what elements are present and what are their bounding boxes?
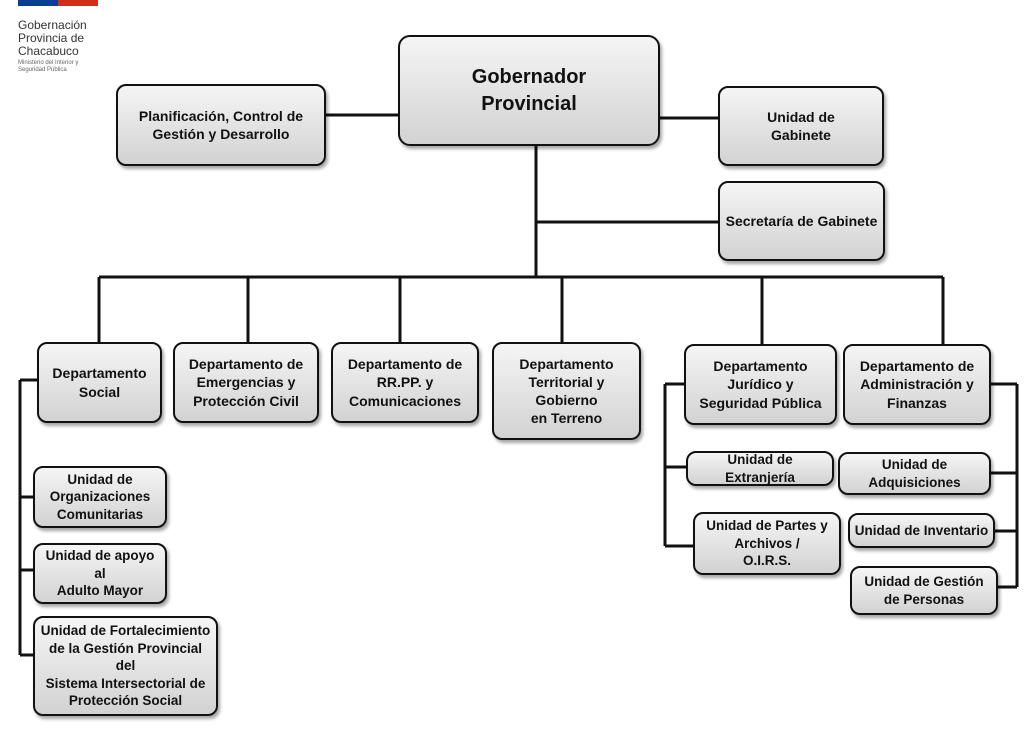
logo-line-3: Chacabuco [18, 44, 79, 58]
node-unidad-partes[interactable]: Unidad de Partes y Archivos / O.I.R.S. [693, 512, 841, 575]
node-planificacion[interactable]: Planificación, Control de Gestión y Desa… [116, 84, 326, 166]
logo-line-2: Provincia de [18, 31, 85, 45]
logo-subtitle-2: Seguridad Pública [18, 67, 67, 73]
node-secretaria-gabinete[interactable]: Secretaría de Gabinete [718, 181, 885, 261]
logo: Gobernación Provincia de Chacabuco Minis… [18, 0, 118, 80]
node-unidad-gabinete[interactable]: Unidad de Gabinete [718, 86, 884, 166]
flag-red-stripe [58, 0, 98, 6]
node-unidad-adquisiciones[interactable]: Unidad de Adquisiciones [838, 452, 991, 495]
node-unidad-adulto-mayor[interactable]: Unidad de apoyo al Adulto Mayor [33, 543, 167, 604]
node-unidad-extranjeria[interactable]: Unidad de Extranjería [686, 451, 834, 486]
logo-line-1: Gobernación [18, 18, 87, 32]
node-unidad-gestion-personas[interactable]: Unidad de Gestión de Personas [850, 566, 998, 615]
node-unidad-inventario[interactable]: Unidad de Inventario [848, 513, 995, 548]
logo-subtitle-1: Ministerio del Interior y [18, 60, 79, 66]
node-unidad-fortalecimiento[interactable]: Unidad de Fortalecimiento de la Gestión … [33, 616, 218, 716]
node-gobernador-provincial[interactable]: Gobernador Provincial [398, 35, 660, 146]
node-depto-administracion[interactable]: Departamento de Administración y Finanza… [843, 344, 991, 425]
node-unidad-organizaciones[interactable]: Unidad de Organizaciones Comunitarias [33, 466, 167, 528]
node-depto-territorial[interactable]: Departamento Territorial y Gobierno en T… [492, 342, 641, 440]
node-depto-emergencias[interactable]: Departamento de Emergencias y Protección… [173, 342, 319, 423]
flag-blue-stripe [18, 0, 58, 6]
node-depto-rrpp[interactable]: Departamento de RR.PP. y Comunicaciones [331, 342, 479, 423]
node-depto-juridico[interactable]: Departamento Jurídico y Seguridad Públic… [684, 344, 837, 425]
node-depto-social[interactable]: Departamento Social [37, 342, 162, 423]
